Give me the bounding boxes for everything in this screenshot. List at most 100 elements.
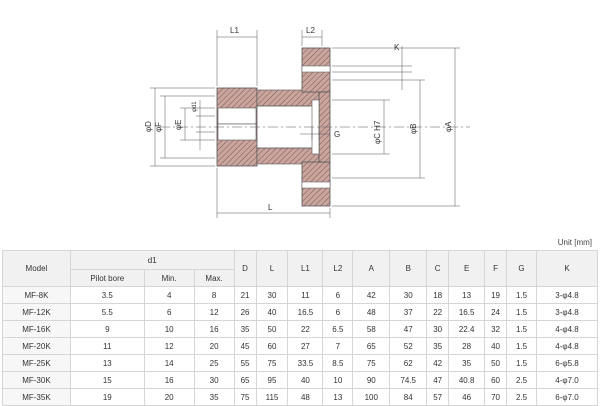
table-cell: 6.5 <box>322 320 354 338</box>
header-col: K <box>535 250 599 287</box>
table-cell: 115 <box>255 388 289 406</box>
table-cell: 35 <box>448 354 486 372</box>
dim-label-a: φA <box>444 121 453 132</box>
header-col: C <box>426 250 450 287</box>
table-cell: 62 <box>389 354 428 372</box>
table-cell: 27 <box>287 337 324 355</box>
model-cell: MF-30K <box>2 371 71 389</box>
table-cell: 30 <box>389 286 428 304</box>
table-cell: 14 <box>143 354 195 372</box>
table-cell: 60 <box>484 371 508 389</box>
table-cell: 65 <box>233 371 257 389</box>
table-cell: 13 <box>69 354 145 372</box>
table-cell: 42 <box>352 286 391 304</box>
table-cell: 19 <box>484 286 508 304</box>
table-cell: 15 <box>69 371 145 389</box>
header-col: L2 <box>322 250 354 287</box>
table-cell: 22.4 <box>448 320 486 338</box>
table-cell: 11 <box>287 286 324 304</box>
header-col: B <box>389 250 428 287</box>
table-cell: 3-φ4.8 <box>535 286 599 304</box>
table-cell: 40 <box>484 337 508 355</box>
table-cell: 40 <box>255 303 289 321</box>
dim-label-l2: L2 <box>306 26 315 35</box>
table-cell: 90 <box>352 371 391 389</box>
table-cell: 1.5 <box>506 320 537 338</box>
dim-label-d1: φd1 <box>192 101 198 112</box>
header-col: A <box>352 250 391 287</box>
table-cell: 50 <box>484 354 508 372</box>
table-cell: 6-φ7.0 <box>535 388 599 406</box>
table-cell: 11 <box>69 337 145 355</box>
table-cell: 74.5 <box>389 371 428 389</box>
table-cell: 10 <box>143 320 195 338</box>
table-cell: 5.5 <box>69 303 145 321</box>
flange-cross-section-drawing: L1 L2 K φD φF φE φd1 φC H7 G φB φA L <box>144 26 470 218</box>
table-cell: 16 <box>193 320 235 338</box>
table-cell: 47 <box>389 320 428 338</box>
model-cell: MF-20K <box>2 337 71 355</box>
table-cell: 70 <box>484 388 508 406</box>
model-cell: MF-25K <box>2 354 71 372</box>
dim-label-l1: L1 <box>230 26 239 35</box>
table-cell: 19 <box>69 388 145 406</box>
table-cell: 75 <box>233 388 257 406</box>
header-d1: d1 <box>69 250 235 270</box>
header-pilot-bore: Pilot bore <box>69 269 145 287</box>
table-cell: 6 <box>143 303 195 321</box>
table-cell: 32 <box>484 320 508 338</box>
table-cell: 47 <box>426 371 450 389</box>
table-cell: 1.5 <box>506 286 537 304</box>
table-cell: 25 <box>193 354 235 372</box>
table-cell: 37 <box>389 303 428 321</box>
table-cell: 65 <box>352 337 391 355</box>
table-cell: 100 <box>352 388 391 406</box>
table-cell: 26 <box>233 303 257 321</box>
table-cell: 30 <box>193 371 235 389</box>
model-cell: MF-35K <box>2 388 71 406</box>
table-cell: 24 <box>484 303 508 321</box>
model-cell: MF-12K <box>2 303 71 321</box>
model-cell: MF-8K <box>2 286 71 304</box>
table-cell: 20 <box>193 337 235 355</box>
table-cell: 48 <box>352 303 391 321</box>
table-cell: 6-φ5.8 <box>535 354 599 372</box>
header-col: D <box>233 250 257 287</box>
table-cell: 35 <box>233 320 257 338</box>
table-cell: 16.5 <box>287 303 324 321</box>
header-col: E <box>448 250 486 287</box>
table-cell: 35 <box>426 337 450 355</box>
table-cell: 95 <box>255 371 289 389</box>
table-cell: 35 <box>193 388 235 406</box>
dim-label-c: φC H7 <box>373 120 382 144</box>
table-cell: 22 <box>426 303 450 321</box>
header-col: L <box>255 250 289 287</box>
table-cell: 30 <box>255 286 289 304</box>
header-model: Model <box>2 250 71 287</box>
table-cell: 16.5 <box>448 303 486 321</box>
table-cell: 16 <box>143 371 195 389</box>
table-cell: 1.5 <box>506 303 537 321</box>
table-cell: 12 <box>193 303 235 321</box>
table-cell: 45 <box>233 337 257 355</box>
table-cell: 40.8 <box>448 371 486 389</box>
dim-label-l: L <box>268 203 273 212</box>
table-cell: 6 <box>322 286 354 304</box>
table-cell: 30 <box>426 320 450 338</box>
header-col: L1 <box>287 250 324 287</box>
dim-label-g: G <box>334 130 340 139</box>
table-cell: 12 <box>143 337 195 355</box>
table-cell: 40 <box>287 371 324 389</box>
table-cell: 57 <box>426 388 450 406</box>
table-cell: 46 <box>448 388 486 406</box>
dim-label-d: φD <box>144 121 153 132</box>
table-cell: 21 <box>233 286 257 304</box>
